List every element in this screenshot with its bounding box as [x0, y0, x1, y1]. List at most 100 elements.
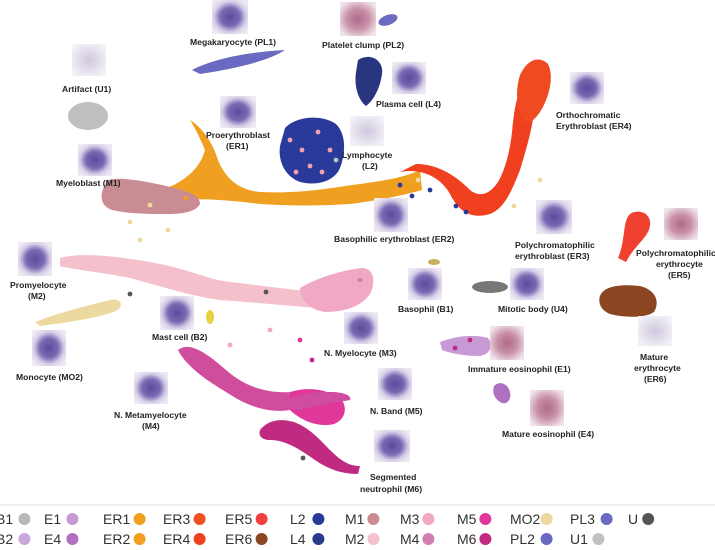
legend-entry-e1: E1: [44, 511, 79, 527]
legend-label: ER6: [225, 531, 252, 547]
label-artifact: Artifact (U1): [62, 84, 111, 94]
legend-entry-b1: B1: [0, 511, 31, 527]
legend-swatch: [193, 533, 206, 545]
label-mature-erythrocyte-1: Mature: [640, 352, 668, 362]
label-monocyte: Monocyte (MO2): [16, 372, 83, 382]
label-plasma-cell: Plasma cell (L4): [376, 99, 441, 109]
legend-label: B2: [0, 531, 13, 547]
thumb-n-myelocyte: [344, 312, 378, 344]
cluster-n-metamyelocyte: [178, 346, 298, 411]
legend-swatch: [422, 533, 435, 545]
label-orthochromatic-2: Erythroblast (ER4): [556, 121, 632, 131]
thumb-platelet-clump: [340, 2, 376, 36]
cluster-immature-eosinophil: [440, 335, 491, 356]
legend-swatch: [642, 513, 655, 525]
label-n-metamyelocyte-1: N. Metamyelocyte: [114, 410, 187, 420]
label-proerythroblast-1: Proerythroblast: [206, 130, 270, 140]
legend-label: U1: [570, 531, 588, 547]
legend-entry-b2: B2: [0, 531, 31, 547]
cluster-myeloblast: [101, 178, 200, 214]
legend-swatch: [312, 533, 325, 545]
legend-swatch: [600, 513, 613, 525]
legend-swatch: [193, 513, 206, 525]
label-immature-eosinophil: Immature eosinophil (E1): [468, 364, 571, 374]
thumb-monocyte: [32, 330, 66, 366]
label-polychromatophilic-erythroblast-1: Polychromatophilic: [515, 240, 595, 250]
label-basophil: Basophil (B1): [398, 304, 454, 314]
cluster-artifact: [68, 102, 108, 130]
legend-label: L4: [290, 531, 306, 547]
legend-label: L2: [290, 511, 306, 527]
legend-entry-m1: M1: [345, 511, 380, 527]
thumb-artifact: [72, 44, 106, 76]
legend-swatch: [133, 513, 146, 525]
thumb-orthochromatic: [570, 72, 604, 104]
cluster-monocyte: [35, 299, 121, 326]
legend-entry-er4: ER4: [163, 531, 206, 547]
legend-swatch: [479, 533, 492, 545]
legend-label: M6: [457, 531, 477, 547]
label-mature-erythrocyte-2: erythrocyte: [634, 363, 681, 373]
label-lymphocyte-1: Lymphocyte: [342, 150, 393, 160]
legend-label: M1: [345, 511, 365, 527]
thumb-polychromatophilic-erythrocyte: [664, 208, 698, 240]
label-mitotic-body: Mitotic body (U4): [498, 304, 568, 314]
legend-label: B1: [0, 511, 13, 527]
legend-swatch: [367, 533, 380, 545]
label-mature-erythrocyte-3: (ER6): [644, 374, 667, 384]
legend-entry-m3: M3: [400, 511, 435, 527]
cluster-labels: Megakaryocyte (PL1) Platelet clump (PL2)…: [10, 37, 715, 494]
legend-label: MO2: [510, 511, 541, 527]
label-lymphocyte-2: (L2): [362, 161, 378, 171]
legend-entry-er2: ER2: [103, 531, 146, 547]
legend-entry-u1: U1: [570, 531, 605, 547]
thumb-immature-eosinophil: [490, 326, 524, 360]
thumb-plasma-cell: [392, 62, 426, 94]
legend-swatch: [66, 513, 79, 525]
thumb-proerythroblast: [220, 96, 256, 128]
label-segmented-1: Segmented: [370, 472, 416, 482]
thumb-mature-eosinophil: [530, 390, 564, 426]
legend-label: M2: [345, 531, 365, 547]
legend-swatch: [18, 513, 31, 525]
legend-entry-e4: E4: [44, 531, 79, 547]
cluster-lymphocyte: [279, 117, 345, 184]
cluster-polychromatophilic-erythrocyte: [618, 211, 651, 262]
thumb-mitotic-body: [510, 268, 544, 300]
thumb-promyelocyte: [18, 242, 52, 276]
legend-swatch: [66, 533, 79, 545]
cluster-proerythroblast: [160, 120, 422, 206]
thumb-myeloblast: [78, 144, 112, 176]
cluster-platelet-clump: [378, 14, 398, 26]
legend-label: ER3: [163, 511, 190, 527]
legend-swatch: [255, 533, 268, 545]
legend-swatch: [540, 533, 553, 545]
legend-entry-m6: M6: [457, 531, 492, 547]
legend-label: M3: [400, 511, 420, 527]
legend-entry-u: U: [628, 511, 655, 527]
thumb-n-band: [378, 368, 412, 400]
label-segmented-2: neutrophil (M6): [360, 484, 422, 494]
label-n-metamyelocyte-2: (M4): [142, 421, 160, 431]
legend-entry-er3: ER3: [163, 511, 206, 527]
legend-entry-pl3: PL3: [570, 511, 613, 527]
label-polychromatophilic-erythrocyte-3: (ER5): [668, 270, 691, 280]
label-basophilic-erythroblast: Basophilic erythroblast (ER2): [334, 234, 454, 244]
label-platelet-clump: Platelet clump (PL2): [322, 40, 404, 50]
legend-label: ER2: [103, 531, 130, 547]
label-orthochromatic-1: Orthochromatic: [556, 110, 621, 120]
legend-entry-er6: ER6: [225, 531, 268, 547]
legend-entry-m5: M5: [457, 511, 492, 527]
legend-entry-m2: M2: [345, 531, 380, 547]
legend-label: PL3: [570, 511, 595, 527]
scatter-dots: [127, 129, 543, 461]
cluster-mast-cell: [206, 310, 214, 324]
label-mast-cell: Mast cell (B2): [152, 332, 208, 342]
legend-entry-mo2: MO2: [510, 511, 553, 527]
label-n-band: N. Band (M5): [370, 406, 423, 416]
cluster-promyelocyte: [60, 255, 320, 308]
cluster-megakaryocyte: [192, 50, 285, 74]
